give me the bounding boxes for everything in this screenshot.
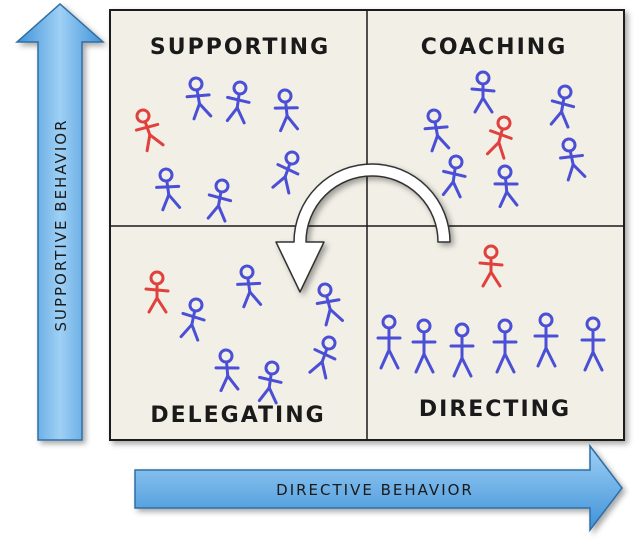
y-axis-arrow: SUPPORTIVE BEHAVIOR (15, 2, 105, 441)
blue-stick-figure (533, 312, 559, 368)
blue-stick-figure (580, 316, 606, 372)
blue-stick-figure (315, 282, 344, 327)
blue-stick-figure (423, 108, 451, 153)
blue-stick-figure (470, 70, 496, 114)
x-axis-label: DIRECTIVE BEHAVIOR (276, 481, 474, 499)
blue-stick-figure (411, 318, 437, 374)
blue-stick-figure (236, 264, 263, 309)
quadrant-panel (109, 9, 625, 441)
red-stick-figure (485, 115, 513, 160)
curved-arrow (275, 163, 451, 293)
blue-stick-figure (308, 335, 337, 380)
stick-figures (134, 70, 606, 405)
blue-stick-figure (441, 154, 467, 199)
blue-stick-figure (449, 322, 475, 378)
blue-stick-figure (493, 164, 519, 209)
blue-stick-figure (185, 76, 213, 121)
blue-stick-figure (559, 137, 587, 182)
blue-stick-figure (225, 80, 251, 125)
red-stick-figure (144, 270, 170, 314)
red-stick-figure (478, 244, 504, 288)
y-axis-label: SUPPORTIVE BEHAVIOR (52, 118, 70, 331)
quadrant-label-coaching: COACHING (421, 35, 568, 60)
blue-stick-figure (376, 314, 402, 370)
red-stick-figure (134, 108, 165, 153)
quadrant-label-delegating: DELEGATING (150, 403, 325, 428)
blue-stick-figure (206, 178, 233, 223)
blue-stick-figure (257, 360, 283, 405)
blue-stick-figure (271, 150, 300, 195)
blue-stick-figure (549, 84, 576, 129)
x-axis-arrow: DIRECTIVE BEHAVIOR (134, 443, 623, 533)
blue-stick-figure (273, 88, 300, 133)
quadrant-label-directing: DIRECTING (419, 397, 571, 422)
blue-stick-figure (155, 167, 182, 212)
blue-stick-figure (492, 318, 518, 374)
blue-stick-figure (214, 348, 240, 393)
quadrant-label-supporting: SUPPORTING (150, 35, 330, 60)
blue-stick-figure (179, 297, 206, 342)
